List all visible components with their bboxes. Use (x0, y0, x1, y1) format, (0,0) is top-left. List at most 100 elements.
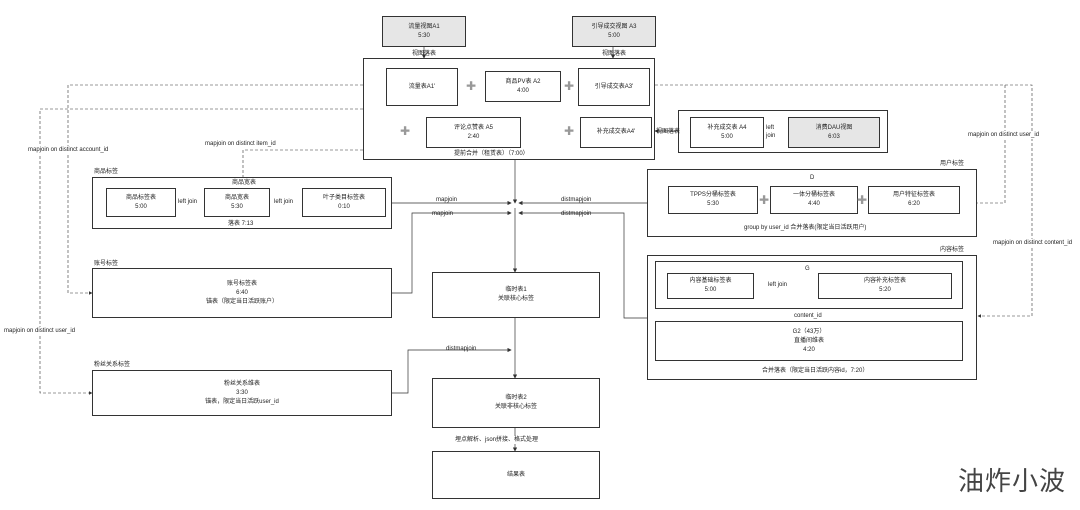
label-mapjoin: mapjoin (432, 211, 454, 217)
node-temp1: 临时表1 关联核心标签 (432, 272, 600, 318)
edge-account-to-hub (392, 210, 512, 294)
node-tpps: TPPS分桶标签表 5:30 (668, 186, 758, 214)
node-title: 粉丝关系维表 (223, 380, 260, 387)
node-goods-wide: 商品宽表 5:30 (204, 188, 270, 217)
label-mapjoin-account: mapjoin on distinct account_id (28, 146, 109, 154)
node-time: 5:00 (135, 203, 147, 210)
node-comment-a5: 评论点赞表 A5 2:40 (426, 117, 521, 148)
edge-mapjoin-user-left (39, 108, 363, 395)
node-yiti: 一体分桶标签表 4:40 (770, 186, 858, 214)
node-title: 流量视图A1 (408, 23, 440, 30)
node-time: 5:00 (608, 32, 620, 39)
goods-wide-header: 商品宽表 (232, 180, 257, 186)
node-title: 商品标签表 (125, 194, 156, 201)
node-time: 2:40 (467, 133, 480, 140)
label-view-anchor-right: 视图落表 (602, 51, 627, 57)
node-title: 账号标签表 (226, 280, 257, 287)
user-section-title: 用户标签 (940, 161, 965, 167)
label-distmapjoin: distmapjoin (561, 197, 592, 203)
node-flow-table-a1p: 流量表A1' (386, 68, 458, 106)
node-title: 内容补充标签表 (863, 278, 906, 284)
label-content-id: content_id (794, 312, 822, 320)
d-footer: group by user_id 合并落表(限定当日活跃用户) (744, 225, 867, 231)
label-left-join: left join (178, 198, 198, 206)
plus-icon: ✚ (857, 193, 868, 207)
label-left-join: left join (768, 281, 788, 289)
plus-icon: ✚ (564, 79, 575, 93)
node-dau-view: 消费DAU视图 6:03 (788, 117, 880, 148)
label-mapjoin-user-left: mapjoin on distinct user_id (4, 327, 76, 335)
node-time: 6:03 (828, 133, 840, 140)
plus-icon: ✚ (400, 124, 411, 138)
node-user-feature: 用户特征标签表 6:20 (868, 186, 960, 214)
node-flow-view-a1: 流量视图A1 5:30 (382, 16, 466, 47)
node-title: 消费DAU视图 (815, 124, 853, 131)
node-result: 结果表 (432, 451, 600, 499)
node-title: 用户特征标签表 (892, 192, 935, 198)
label-goods-anchor: 落表 7:13 (228, 221, 254, 227)
node-time: 0:10 (338, 203, 350, 210)
content-footer: 合并落表（限定当日活跃内容id，7:20） (762, 368, 869, 374)
node-goods-label: 商品标签表 5:00 (106, 188, 176, 217)
node-time: 5:20 (879, 287, 891, 293)
node-fans-relation: 粉丝关系维表 3:30 锚表，限定当日活跃user_id (92, 370, 392, 416)
node-time: 6:40 (236, 289, 248, 296)
label-pre-merge: 提前合并（租赁表）（7:00） (454, 151, 529, 157)
node-leaf-category: 叶子类目标签表 0:10 (302, 188, 386, 217)
plus-icon: ✚ (564, 124, 575, 138)
node-time: 4:00 (517, 87, 529, 94)
node-temp2: 临时表2 关联非核心标签 (432, 378, 600, 428)
label-mapjoin-user-top: mapjoin on distinct user_id (968, 131, 1040, 139)
account-section-title: 账号标签 (94, 261, 119, 267)
node-title: 引导成交视图 A3 (591, 23, 637, 30)
node-time: 6:20 (908, 201, 920, 207)
node-guide-table-a3p: 引导成交表A3' (578, 68, 650, 106)
edge-fans-to-temp2 (392, 347, 512, 394)
g-header: G (805, 266, 810, 272)
edge-content-to-hub (518, 210, 647, 319)
content-section-title: 内容标签 (940, 247, 965, 253)
edge-mapjoin-account (67, 84, 363, 295)
node-time: 5:30 (707, 201, 719, 207)
node-g2-live: G2（43万） 直播间维表 4:20 (655, 321, 963, 361)
node-title: 结果表 (506, 471, 525, 478)
node-title: 引导成交表A3' (594, 83, 634, 90)
node-title: 内容基础标签表 (689, 278, 732, 284)
plus-icon: ✚ (466, 79, 477, 93)
node-pv-table-a2: 商品PV表 A2 4:00 (485, 71, 561, 102)
label-parse-step: 埋点解析、json拼接、格式处理 (455, 436, 539, 444)
node-title: 补充成交表 A4 (707, 124, 747, 131)
node-title: 叶子类目标签表 (322, 194, 365, 201)
node-content-base: 内容基础标签表 5:00 (667, 273, 754, 299)
edge-mapjoin-item (241, 149, 363, 191)
node-title: G2（43万） (792, 328, 826, 335)
node-title: 商品PV表 A2 (505, 78, 541, 85)
node-time: 3:30 (236, 389, 248, 396)
node-content-supp: 内容补充标签表 5:20 (818, 273, 952, 299)
node-supp-table-a4p: 补充成交表A4' (580, 117, 652, 148)
label-left-join: left join (274, 198, 294, 206)
label-mapjoin-content: mapjoin on distinct content_id (993, 239, 1073, 247)
goods-section-title: 商品标签 (94, 169, 119, 175)
node-title: 评论点赞表 A5 (453, 124, 493, 131)
fans-section-title: 粉丝关系标签 (94, 362, 131, 368)
node-guide-view-a3: 引导成交视图 A3 5:00 (572, 16, 656, 47)
watermark: 油炸小波 (957, 467, 1066, 497)
node-time: 5:00 (721, 133, 733, 140)
node-time: 5:30 (418, 32, 430, 39)
edge-mapjoin-user-top (655, 84, 1006, 205)
label-view-anchor-a4: 视图落表 (656, 129, 681, 135)
label-mapjoin-item: mapjoin on distinct item_id (205, 140, 276, 148)
node-time: 4:20 (803, 346, 815, 353)
node-note: 锚表，限定当日活跃user_id (205, 398, 279, 405)
node-title: TPPS分桶标签表 (690, 192, 736, 198)
node-note: 锚表（限定当日活跃账户） (205, 298, 278, 305)
node-title: 一体分桶标签表 (792, 192, 835, 198)
node-account-label: 账号标签表 6:40 锚表（限定当日活跃账户） (92, 268, 392, 318)
plus-icon: ✚ (759, 193, 770, 207)
node-time: 4:40 (808, 201, 820, 207)
label-left-join: left join (766, 125, 776, 139)
node-note: 直播间维表 (793, 337, 824, 344)
label-distmapjoin: distmapjoin (561, 211, 592, 217)
node-title: 流量表A1' (408, 83, 436, 90)
